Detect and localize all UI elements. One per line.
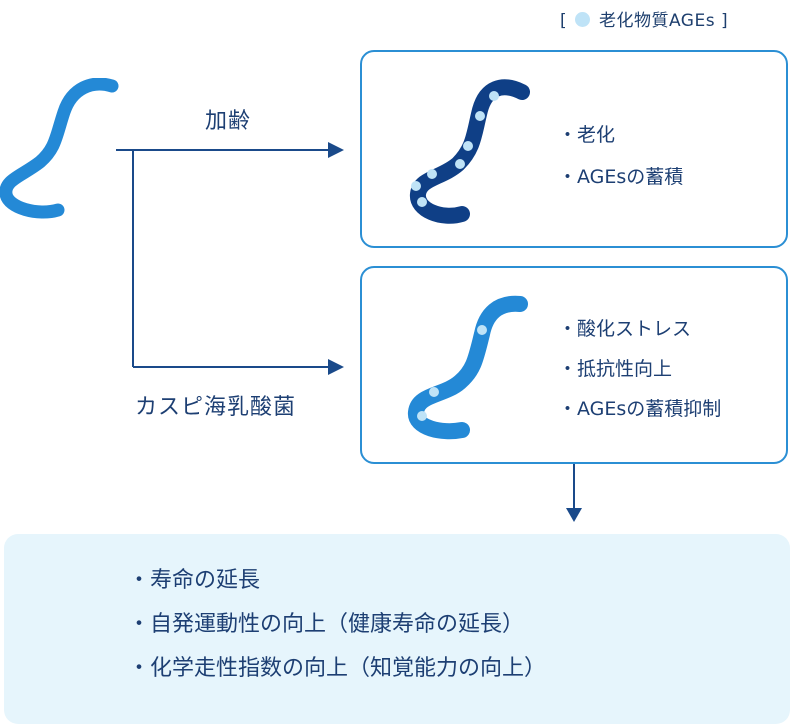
label-lactic: カスピ海乳酸菌 [135,395,297,420]
legend: [ 老化物質AGEs ] [560,6,728,31]
list-item: ・酸化ストレス [558,318,692,340]
list-item: ・自発運動性の向上（健康寿命の延長） [128,612,525,637]
legend-label: 老化物質AGEs [598,11,716,31]
list-item: ・老化 [558,124,616,146]
label-aging: 加齢 [205,109,252,134]
arrow-down-icon [566,508,582,522]
list-item: ・化学走性指数の向上（知覚能力の向上） [128,656,547,681]
list-item: ・抵抗性向上 [558,358,673,380]
legend-bracket-close: ] [720,11,729,31]
arrow-right-icon [328,359,344,375]
worm-healthy-icon [408,295,528,440]
worm-aged-icon [410,79,530,224]
arrow-right-icon [328,142,344,158]
result-panel: ・寿命の延長 ・自発運動性の向上（健康寿命の延長） ・化学走性指数の向上（知覚能… [4,534,790,724]
lactic-box: ・酸化ストレス ・抵抗性向上 ・AGEsの蓄積抑制 [360,266,788,464]
list-item: ・寿命の延長 [128,568,261,593]
legend-bracket-open: [ [560,11,568,31]
age-dot-icon [575,12,591,27]
list-item: ・AGEsの蓄積抑制 [558,398,722,420]
result-list: ・寿命の延長 ・自発運動性の向上（健康寿命の延長） ・化学走性指数の向上（知覚能… [128,566,546,698]
aging-box: ・老化 ・AGEsの蓄積 [360,50,788,248]
list-item: ・AGEsの蓄積 [558,166,684,188]
worm-initial-icon [0,78,119,219]
aging-effects-list: ・老化 ・AGEsの蓄積 [558,122,683,206]
lactic-effects-list: ・酸化ストレス ・抵抗性向上 ・AGEsの蓄積抑制 [558,316,721,436]
